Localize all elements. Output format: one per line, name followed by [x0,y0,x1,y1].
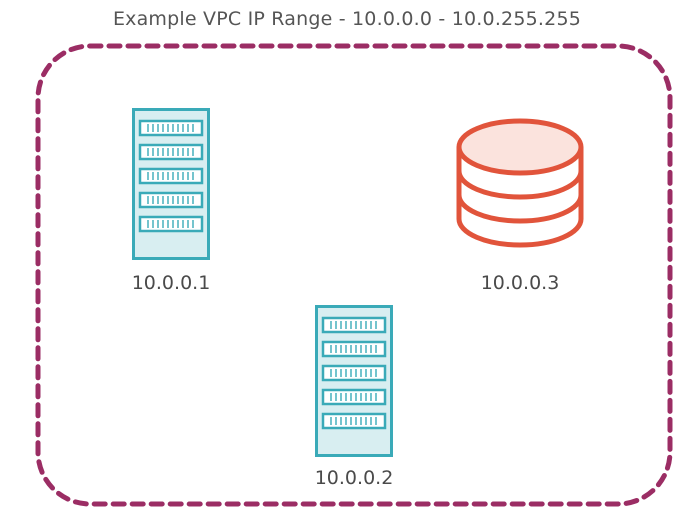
node-label-server-1: 10.0.0.1 [131,272,211,294]
diagram-title: Example VPC IP Range - 10.0.0.0 - 10.0.2… [112,8,582,30]
node-label-database: 10.0.0.3 [480,272,560,294]
server-icon [132,108,210,260]
server-icon [315,305,393,457]
node-label-server-2: 10.0.0.2 [314,467,394,489]
database-icon [456,118,584,248]
